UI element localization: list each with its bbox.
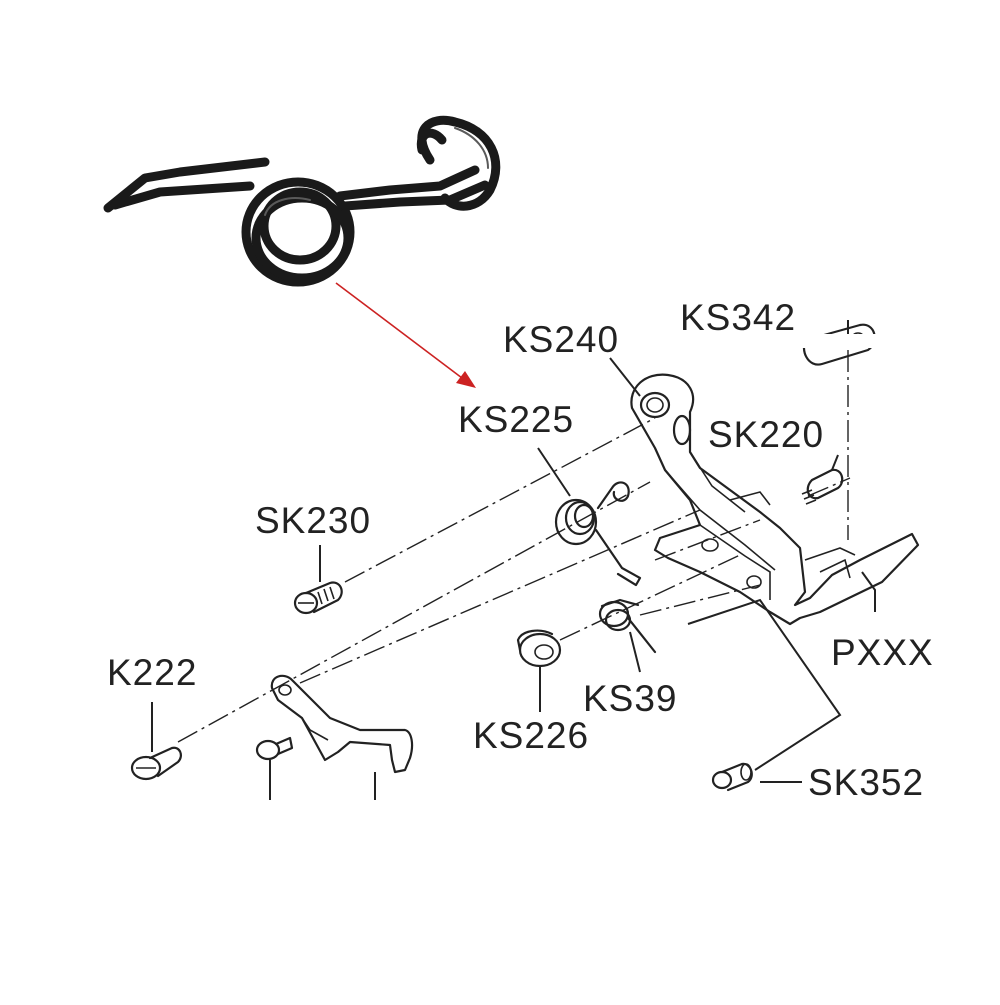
sk352-pin: [711, 762, 753, 792]
label-k222: K222: [107, 652, 197, 693]
label-pxxx: PXXX: [831, 632, 934, 673]
label-ks225: KS225: [458, 399, 574, 440]
ks225-spring: [554, 481, 642, 587]
label-ks342: KS342: [680, 297, 796, 338]
part-labels: KS240 KS342 KS225 SK220 SK230 PXXX K222 …: [107, 297, 934, 803]
sk230-screw: [293, 581, 343, 615]
label-ks240: KS240: [503, 319, 619, 360]
torsion-spring-closeup: [103, 115, 501, 287]
ks39-spring: [598, 598, 657, 654]
label-ks226: KS226: [473, 715, 589, 756]
callout-arrow: [335, 282, 476, 388]
label-sk352: SK352: [808, 762, 924, 803]
k222-screw: [130, 746, 182, 781]
lever-arm: [270, 674, 414, 800]
sk220-screw: [801, 468, 844, 505]
ks226-washer: [516, 629, 562, 668]
lever-screw: [255, 736, 294, 800]
label-sk230: SK230: [255, 500, 371, 541]
label-ks39: KS39: [583, 678, 678, 719]
label-sk220: SK220: [708, 414, 824, 455]
label-crop-mask: [676, 334, 876, 348]
presser-foot-body: [630, 373, 920, 626]
label-leaders: [151, 320, 876, 783]
